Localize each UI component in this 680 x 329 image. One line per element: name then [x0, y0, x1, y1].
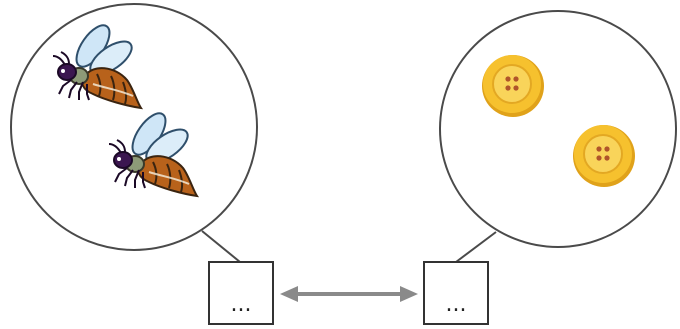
- button-icon: [572, 124, 636, 188]
- button-icon: [481, 54, 545, 118]
- right-picture-circle: [439, 10, 677, 248]
- right-connector-line: [455, 231, 497, 263]
- left-box-label: ...: [231, 292, 252, 317]
- right-count-box: [423, 261, 489, 325]
- right-box-label: ...: [446, 292, 467, 317]
- double-arrow-icon: [280, 286, 418, 302]
- left-picture-circle: [10, 3, 258, 251]
- left-connector-line: [201, 230, 241, 263]
- left-count-box: [208, 261, 274, 325]
